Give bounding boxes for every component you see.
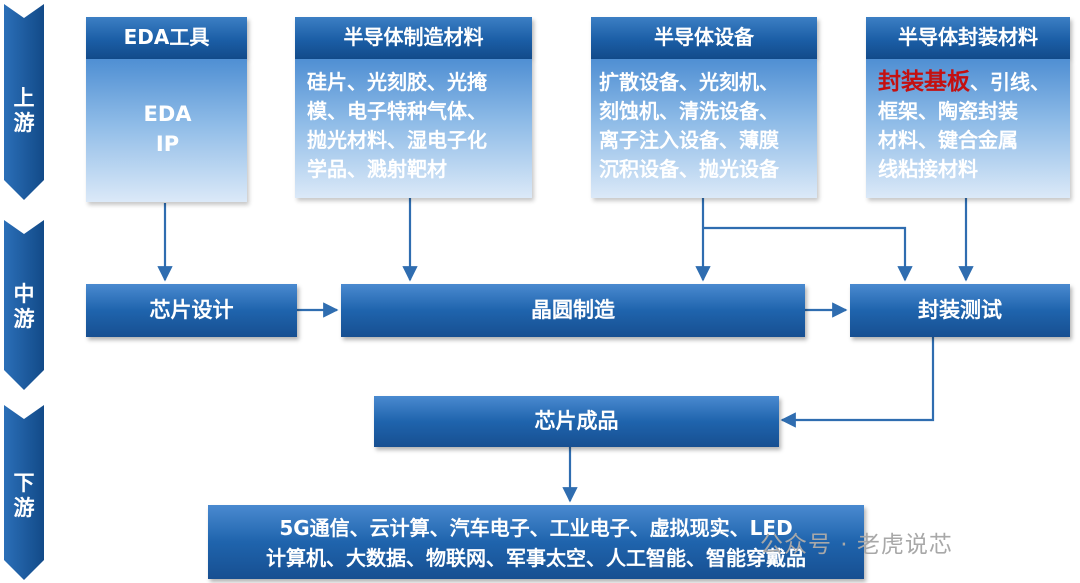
packaging-header: 半导体封装材料 <box>866 17 1070 59</box>
packaging-line: 框架、陶瓷封装 <box>878 99 1018 123</box>
materials-line: 抛光材料、湿电子化 <box>307 128 487 152</box>
apps-line-1: 5G通信、云计算、汽车电子、工业电子、虚拟现实、LED <box>279 516 793 540</box>
materials-line: 硅片、光刻胶、光掩 <box>307 70 487 94</box>
arrow-equipment-to-test <box>703 226 913 282</box>
packaging-line: 线粘接材料 <box>878 157 978 181</box>
packaging-line-rest: 、引线、 <box>970 70 1050 94</box>
chevron-shape <box>4 405 44 580</box>
packaging-line-1: 封装基板、引线、 <box>878 68 1066 97</box>
stage-downstream: 下游 <box>4 405 44 580</box>
highlight-packaging-substrate: 封装基板 <box>878 69 970 95</box>
equipment-line: 扩散设备、光刻机、 <box>599 70 779 94</box>
finished-chip-bar: 芯片成品 <box>374 396 779 447</box>
materials-header: 半导体制造材料 <box>295 17 532 59</box>
stage-upstream: 上游 <box>4 4 44 200</box>
stage-midstream: 中游 <box>4 220 44 390</box>
stage-label-upstream: 上游 <box>13 86 35 135</box>
packaging-line: 材料、键合金属 <box>878 128 1018 152</box>
apps-line-2: 计算机、大数据、物联网、军事太空、人工智能、智能穿戴品 <box>266 546 806 570</box>
packaging-card: 封装基板、引线、 框架、陶瓷封装 材料、键合金属 线粘接材料 <box>866 59 1070 198</box>
chevron-shape <box>4 4 44 200</box>
arrow-test-to-product <box>780 337 935 428</box>
equipment-line: 离子注入设备、薄膜 <box>599 128 779 152</box>
materials-card: 硅片、光刻胶、光掩 模、电子特种气体、 抛光材料、湿电子化 学品、溅射靶材 <box>295 59 532 198</box>
stage-label-midstream: 中游 <box>13 282 35 331</box>
chip-design-bar: 芯片设计 <box>86 284 297 337</box>
ip-line: IP <box>155 132 180 156</box>
eda-header: EDA工具 <box>86 17 247 59</box>
downstream-applications: 5G通信、云计算、汽车电子、工业电子、虚拟现实、LED 计算机、大数据、物联网、… <box>208 505 864 579</box>
stage-label-downstream: 下游 <box>13 471 35 520</box>
equipment-header: 半导体设备 <box>591 17 817 59</box>
equipment-line: 沉积设备、抛光设备 <box>599 157 779 181</box>
package-test-bar: 封装测试 <box>850 284 1070 337</box>
materials-line: 模、电子特种气体、 <box>307 99 487 123</box>
equipment-card: 扩散设备、光刻机、 刻蚀机、清洗设备、 离子注入设备、薄膜 沉积设备、抛光设备 <box>591 59 817 198</box>
wafer-fab-bar: 晶圆制造 <box>341 284 805 337</box>
materials-line: 学品、溅射靶材 <box>307 157 447 181</box>
equipment-line: 刻蚀机、清洗设备、 <box>599 99 779 123</box>
watermark: 公众号 · 老虎说芯 <box>760 532 953 558</box>
chevron-shape <box>4 220 44 390</box>
eda-line: EDA <box>143 102 192 126</box>
eda-card: EDA IP <box>86 59 247 202</box>
